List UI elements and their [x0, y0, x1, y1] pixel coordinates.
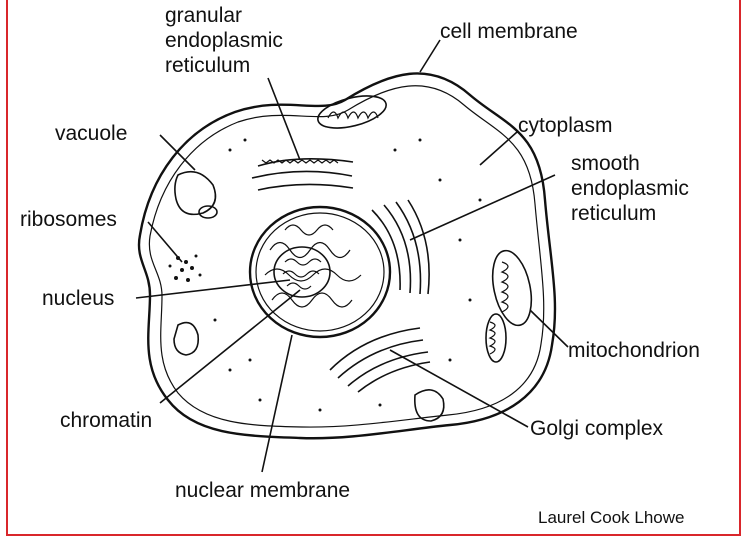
mitochondrion-small-shape [486, 314, 506, 362]
leader-granular-er [268, 78, 300, 160]
leader-ribosomes [148, 222, 182, 262]
smooth-er-shape [372, 200, 429, 294]
leader-nucleus [136, 280, 290, 298]
label-chromatin: chromatin [60, 409, 152, 432]
label-nucleus: nucleus [42, 287, 114, 310]
label-mitochondrion: mitochondrion [568, 339, 700, 362]
leader-smooth-er [410, 175, 555, 240]
leader-golgi [390, 350, 528, 427]
label-ribosomes: ribosomes [20, 208, 117, 231]
golgi-shape [330, 328, 430, 392]
small-vacuole-3 [415, 390, 444, 421]
small-vacuole-1 [199, 206, 217, 218]
vacuole-shape [175, 172, 216, 215]
label-vacuole: vacuole [55, 122, 127, 145]
label-cytoplasm: cytoplasm [518, 114, 613, 137]
small-vacuole-2 [174, 323, 198, 355]
leader-cytoplasm [480, 132, 517, 165]
cell-outline [139, 73, 555, 438]
granular-er-shape [252, 159, 353, 190]
credit-text: Laurel Cook Lhowe [538, 508, 684, 527]
label-smooth-er: smooth endoplasmic reticulum [571, 152, 695, 225]
leader-chromatin [160, 290, 300, 403]
cell-outline-inner [149, 86, 543, 427]
leader-mitochondrion [530, 310, 568, 347]
ribosome-dots [169, 139, 482, 412]
label-granular-er: granular endoplasmic reticulum [165, 4, 289, 77]
label-golgi: Golgi complex [530, 417, 664, 440]
mitochondrion-shape [486, 247, 537, 329]
label-nuclear-membrane: nuclear membrane [175, 479, 350, 502]
nuclear-membrane-inner [256, 213, 384, 331]
label-cell-membrane: cell membrane [440, 20, 578, 43]
leader-cell-membrane [420, 40, 440, 72]
nucleolus-shape [274, 247, 330, 297]
leader-nuclear-membrane [262, 335, 292, 472]
